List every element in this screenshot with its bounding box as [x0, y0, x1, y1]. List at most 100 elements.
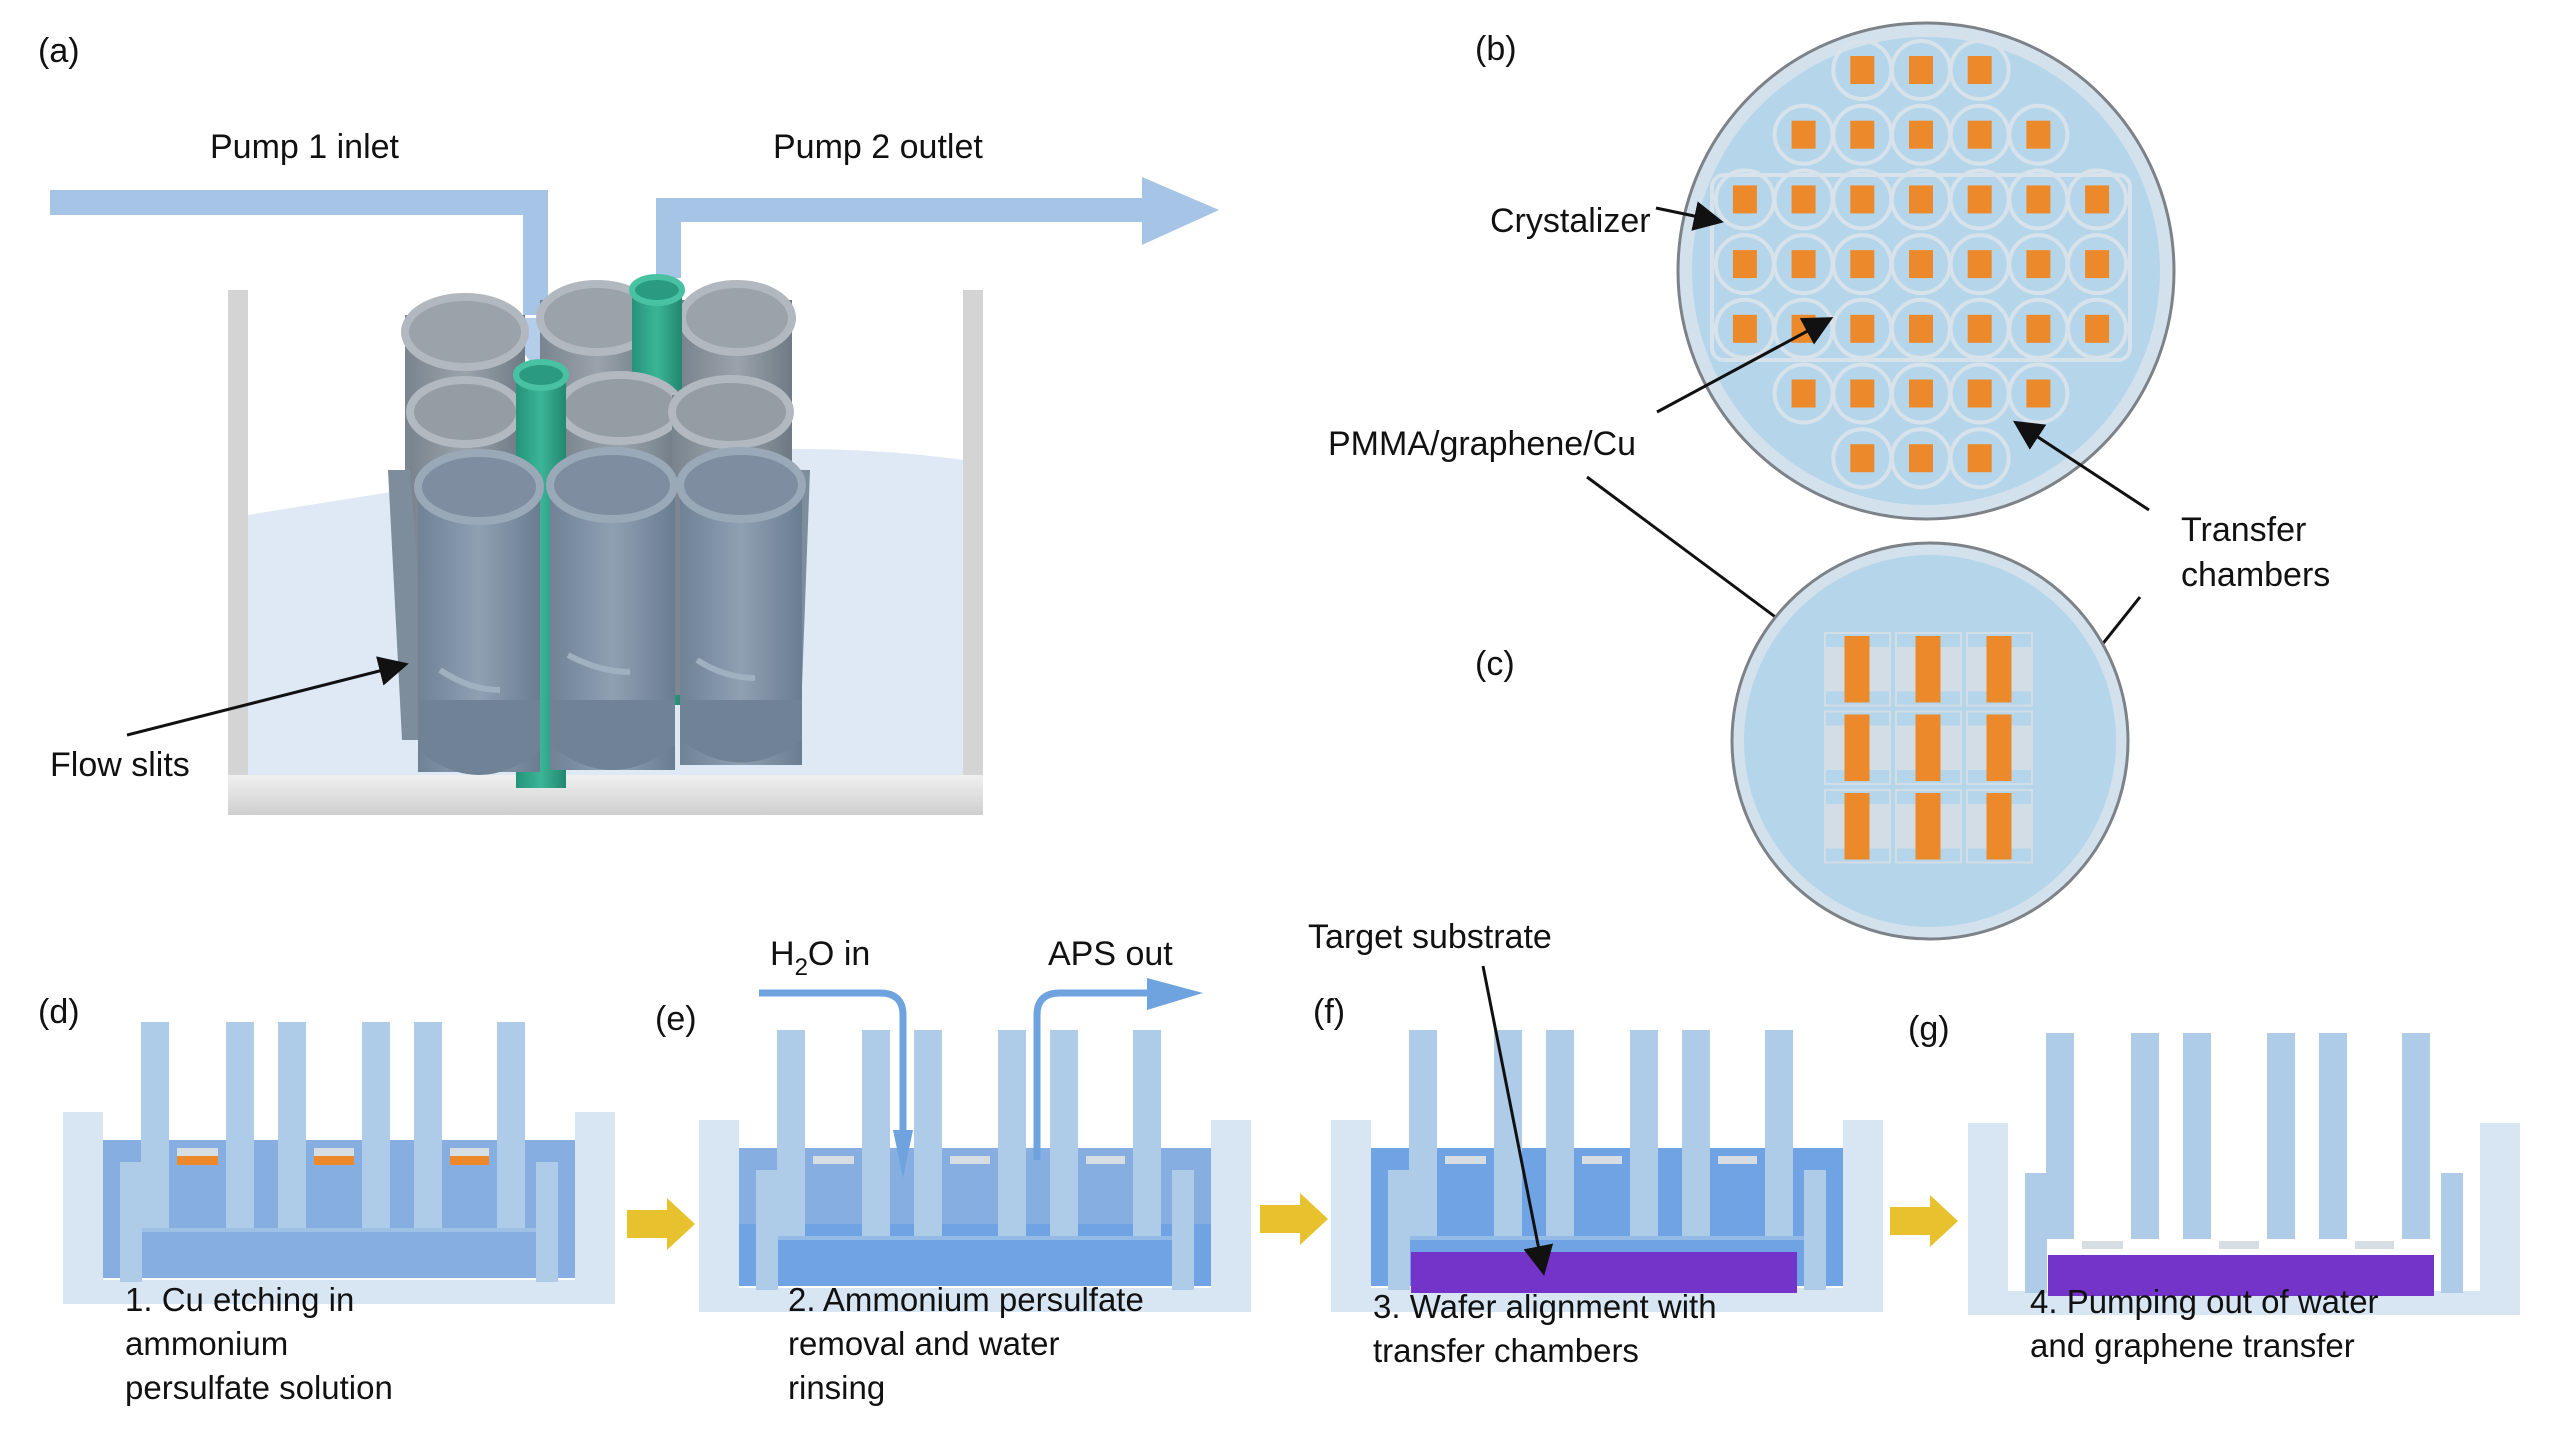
graphene-sample: [1850, 185, 1875, 214]
chamber-wall: [2319, 1033, 2347, 1239]
graphene-strip: [1844, 636, 1870, 703]
rinse-liquid-bottom: [739, 1224, 1211, 1286]
graphene-sample: [1850, 379, 1875, 408]
chamber-frame-left: [2025, 1173, 2047, 1293]
chamber-frame-right: [2441, 1173, 2463, 1293]
chamber-wall: [1050, 1030, 1078, 1236]
pmma-graphene-film: [1718, 1156, 1757, 1164]
graphene-sample: [1967, 185, 1992, 214]
h2o-in-arrow: [759, 989, 907, 1150]
tank-right-wall: [963, 290, 983, 775]
transfer-chamber: [1948, 39, 2011, 101]
caption-step-4-line-2: and graphene transfer: [2030, 1327, 2355, 1364]
transfer-grid: [1824, 632, 2033, 864]
sample-pointer-b: [1656, 317, 1834, 414]
graphene-sample: [2026, 185, 2051, 214]
graphene-sample: [1850, 250, 1875, 279]
graphene-sample: [2026, 314, 2051, 343]
pmma-graphene-film: [1445, 1156, 1486, 1164]
chamber-wall: [1494, 1030, 1522, 1236]
chamber-wall: [2131, 1033, 2159, 1239]
caption-step-4-line-1: 4. Pumping out of water: [2030, 1283, 2379, 1320]
aps-out-arrowhead: [1147, 978, 1203, 1010]
caption-step-1-line-1: 1. Cu etching in: [125, 1281, 354, 1318]
graphene-strip: [1986, 636, 2012, 703]
chambers-pointer-b: [2012, 420, 2150, 512]
panel-c: (c): [1475, 541, 2130, 941]
chamber-wall: [141, 1022, 169, 1228]
chamber-frame-right: [536, 1162, 558, 1282]
chamber-wall: [497, 1022, 525, 1228]
transfer-chamber: [1948, 427, 2011, 490]
panel-e: (e) H2O in APS out: [655, 935, 1251, 1312]
graphene-sample: [1791, 250, 1816, 279]
graphene-sample: [1909, 56, 1933, 84]
panel-d: (d): [38, 993, 615, 1304]
graphene-strip: [1986, 793, 2012, 860]
caption-step-3-line-1: 3. Wafer alignment with: [1373, 1288, 1717, 1325]
flow-slit: [438, 667, 501, 693]
pmma-graphene-film: [950, 1156, 990, 1164]
graphene-strip: [1844, 793, 1870, 860]
panel-f-label: (f): [1313, 993, 1345, 1031]
chamber-wall: [1765, 1030, 1793, 1236]
chamber-frame-left: [756, 1170, 778, 1290]
caption-step-1-line-2: ammonium: [125, 1325, 288, 1362]
graphene-sample: [1791, 185, 1816, 214]
crystalizer-tubes: [388, 274, 810, 788]
flow-slits-label: Flow slits: [50, 746, 190, 784]
graphene-sample: [1967, 56, 1992, 84]
transfer-chambers-label-line2: chambers: [2181, 556, 2330, 594]
chamber-wall: [362, 1022, 390, 1228]
graphene-sample: [1967, 379, 1992, 408]
graphene-sample: [2026, 379, 2051, 408]
graphene-sample: [1850, 56, 1875, 84]
next-step-arrow: [627, 1198, 695, 1250]
chamber-wall: [862, 1030, 890, 1236]
graphene-sample: [1967, 120, 1992, 149]
graphene-sample: [2085, 314, 2110, 343]
panel-a-label: (a): [38, 32, 80, 70]
pmma-graphene-film: [2082, 1241, 2123, 1249]
chamber-frame-left: [120, 1162, 142, 1282]
caption-step-2-line-3: rinsing: [788, 1369, 885, 1406]
pmma-graphene-film: [2355, 1241, 2394, 1249]
graphene-sample: [1909, 314, 1933, 343]
panel-e-label: (e): [655, 1000, 697, 1038]
graphene-strip: [1986, 714, 2012, 781]
target-substrate-label: Target substrate: [1308, 918, 1552, 956]
panel-g: (g): [1908, 1010, 2520, 1315]
chamber-floor: [1410, 1236, 1804, 1240]
h2o-in-label: H2O in: [770, 935, 870, 981]
transfer-chamber-array: [1710, 39, 2132, 490]
graphene-sample: [1732, 250, 1757, 279]
inlet-pipe: [50, 190, 548, 315]
chamber-wall: [2402, 1033, 2430, 1239]
graphene-sample: [1732, 314, 1757, 343]
sample-label: PMMA/graphene/Cu: [1328, 425, 1636, 463]
crystalizer-pointer: [1655, 201, 1724, 231]
transfer-chamber: [2066, 233, 2129, 296]
copper-foil: [450, 1156, 489, 1165]
caption-step-3-line-2: transfer chambers: [1373, 1332, 1639, 1369]
graphene-sample: [1909, 250, 1933, 279]
chamber-wall: [278, 1022, 306, 1228]
chamber-wall: [2267, 1033, 2295, 1239]
chamber-wall: [2046, 1033, 2074, 1239]
panel-a: (a) Pump 1 inlet Pump 2 outlet: [38, 32, 1219, 815]
copper-foil: [177, 1156, 218, 1165]
graphene-sample: [2026, 120, 2051, 149]
graphene-strip: [1915, 793, 1941, 860]
chamber-wall: [1546, 1030, 1574, 1236]
chamber-floor: [778, 1236, 1172, 1240]
target-substrate: [1411, 1252, 1797, 1293]
graphene-sample: [1791, 379, 1816, 408]
pmma-graphene-film: [1086, 1156, 1125, 1164]
pmma-graphene-film: [177, 1148, 218, 1156]
outlet-arrow: [656, 177, 1219, 278]
pmma-graphene-film: [813, 1156, 854, 1164]
chamber-wall: [777, 1030, 805, 1236]
graphene-sample: [1909, 444, 1933, 473]
panel-f: (f) Target substrate: [1308, 918, 1883, 1312]
pump1-inlet-label: Pump 1 inlet: [210, 128, 400, 166]
